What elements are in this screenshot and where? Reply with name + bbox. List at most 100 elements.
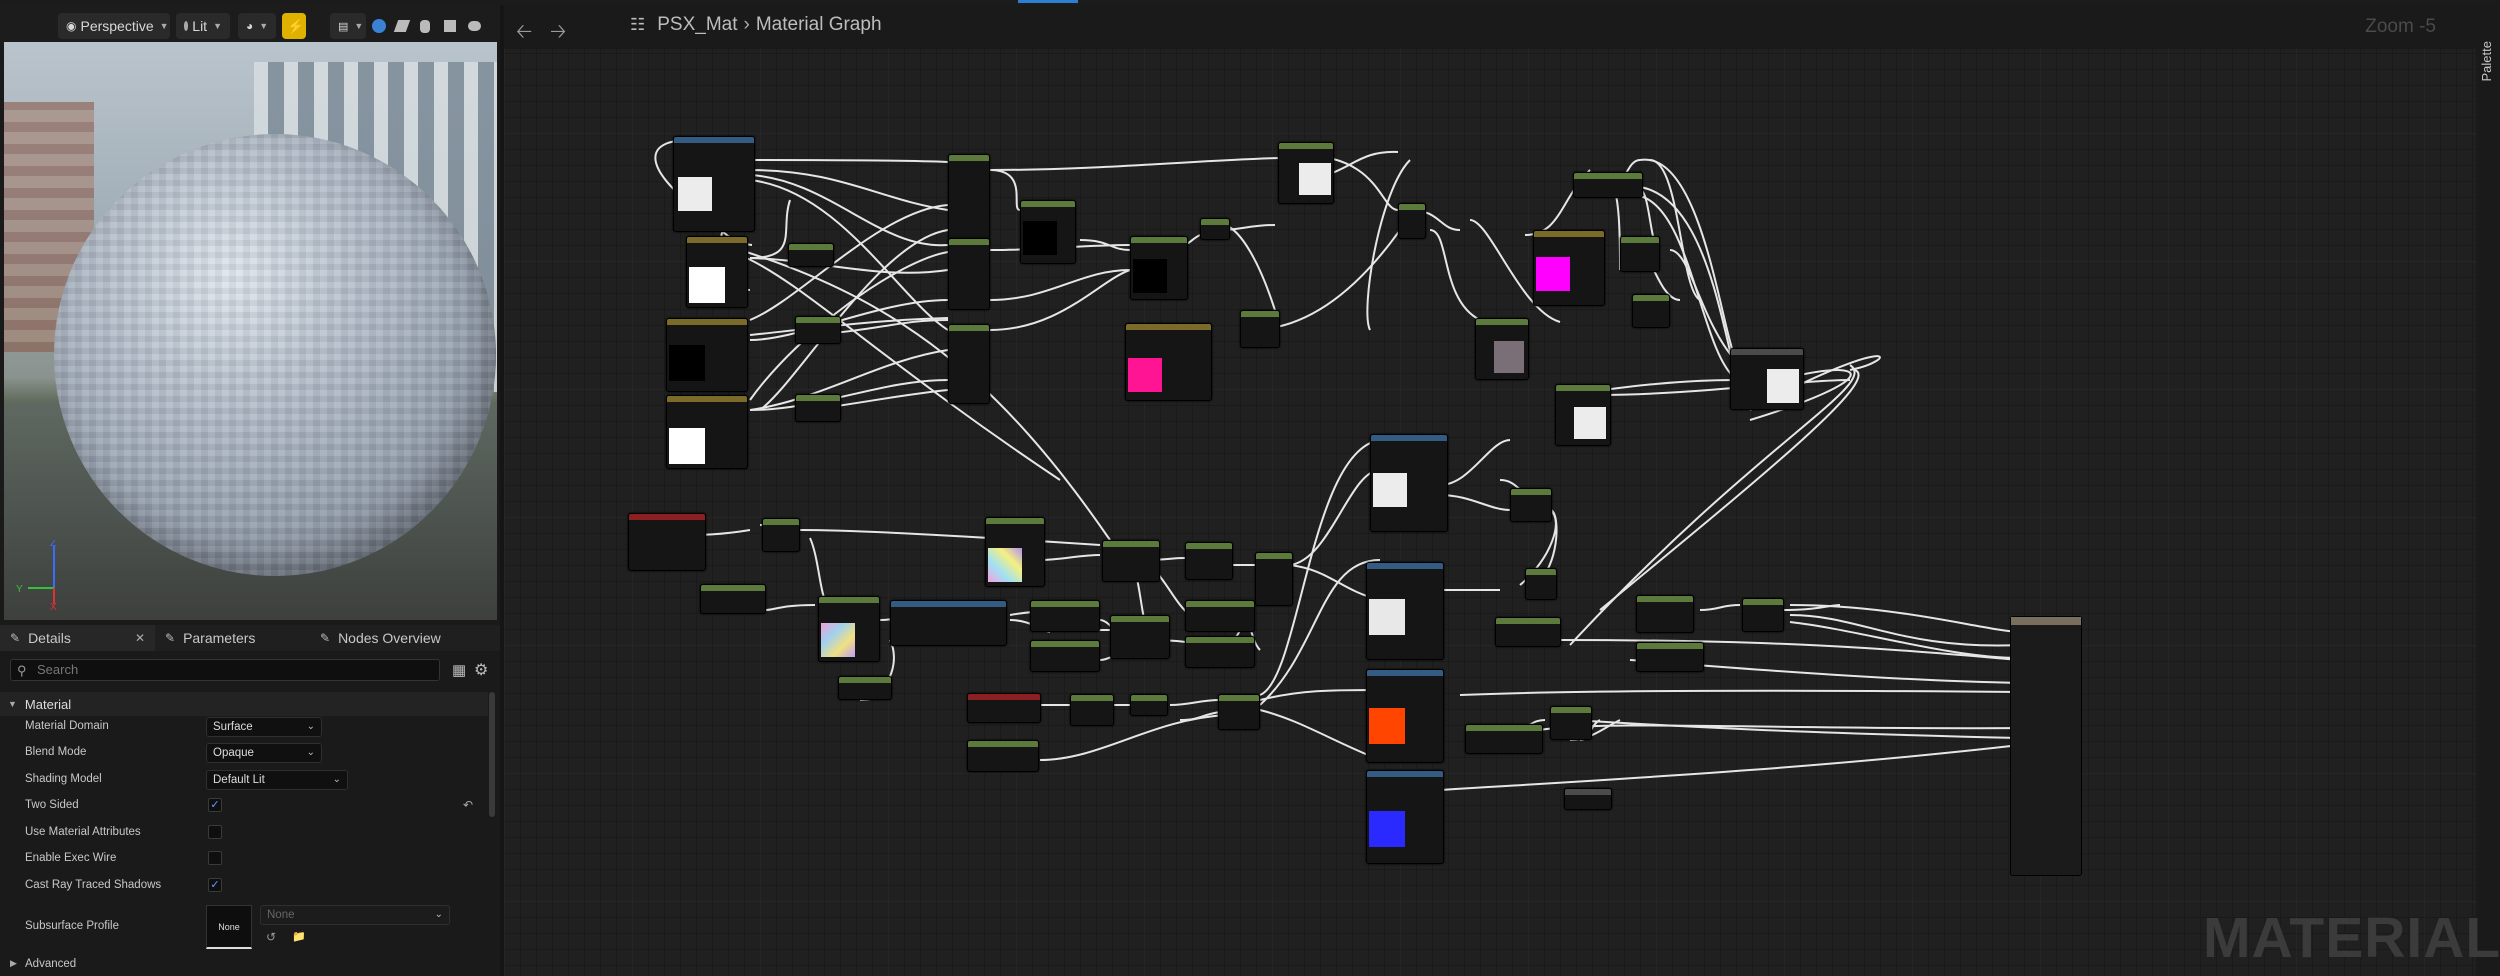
lerp-node[interactable]: [1278, 142, 1334, 204]
use-material-attributes-checkbox[interactable]: [208, 825, 222, 839]
scalar-param-node[interactable]: [1185, 636, 1255, 668]
texture-sample-node[interactable]: [985, 517, 1045, 587]
math-node[interactable]: [1632, 294, 1670, 328]
math-node[interactable]: [1218, 694, 1260, 730]
rotate-about-axis-node[interactable]: [890, 600, 1007, 646]
scalar-param-node[interactable]: [1636, 642, 1704, 672]
tab-nodes-overview[interactable]: ✎ Nodes Overview: [310, 625, 480, 651]
constant-node-black[interactable]: [666, 318, 748, 392]
math-node[interactable]: [1525, 568, 1557, 600]
preview-sphere-button[interactable]: [372, 13, 392, 39]
subsurface-profile-picker[interactable]: None⌄: [260, 905, 450, 925]
subsurface-profile-thumbnail[interactable]: None: [206, 905, 252, 949]
math-node[interactable]: [1200, 218, 1230, 240]
vector-param-node-magenta[interactable]: [1533, 230, 1605, 306]
breadcrumb-asset[interactable]: PSX_Mat: [657, 14, 738, 35]
math-node[interactable]: [1550, 706, 1592, 740]
texture-object-node[interactable]: [818, 596, 880, 662]
browse-arrow-icon[interactable]: ↺: [266, 930, 277, 944]
absolute-world-position-node[interactable]: [628, 513, 706, 571]
math-node[interactable]: [1510, 488, 1552, 522]
forward-arrow-icon[interactable]: 🡢: [550, 21, 567, 43]
realtime-toggle[interactable]: ⚡: [282, 13, 306, 39]
math-node[interactable]: [1398, 203, 1426, 239]
scalar-param-node[interactable]: [1030, 600, 1100, 632]
search-input[interactable]: ⚲ Search: [10, 659, 440, 681]
texture-sample-node[interactable]: [1370, 434, 1448, 532]
material-domain-dropdown[interactable]: Surface⌄: [206, 717, 322, 737]
texture-sample-node-orange[interactable]: [1366, 669, 1444, 763]
math-node[interactable]: [1185, 542, 1233, 580]
tab-details[interactable]: ✎ Details ✕: [0, 625, 155, 651]
constant-node-white[interactable]: [666, 395, 748, 469]
node-header: [819, 597, 879, 603]
shading-model-dropdown[interactable]: Default Lit⌄: [206, 770, 348, 790]
close-icon[interactable]: ✕: [134, 631, 145, 645]
node-header: [1201, 219, 1229, 225]
math-node[interactable]: [1742, 598, 1784, 632]
realtime-dropdown[interactable]: ◕▼: [238, 13, 276, 39]
named-reroute-node[interactable]: [1564, 788, 1612, 810]
view-mode-dropdown[interactable]: ◉ Perspective▼: [58, 13, 170, 39]
frac-node[interactable]: [1636, 595, 1694, 633]
math-node[interactable]: [788, 243, 834, 267]
scalar-param-node[interactable]: [1030, 640, 1100, 672]
multiply-node[interactable]: [1130, 236, 1188, 300]
multiply-node[interactable]: [1555, 384, 1611, 446]
advanced-row[interactable]: ▶ Advanced: [0, 954, 488, 974]
scalar-param-node[interactable]: [1185, 600, 1255, 632]
math-node[interactable]: [795, 316, 841, 344]
multiply-node[interactable]: [1020, 200, 1076, 264]
scalar-param-node[interactable]: [1465, 724, 1543, 754]
preview-plane-button[interactable]: [393, 13, 416, 39]
constant-node[interactable]: [838, 676, 892, 700]
math-node[interactable]: [795, 394, 841, 422]
texcoord-node[interactable]: [967, 693, 1041, 723]
math-node[interactable]: [1130, 694, 1168, 716]
tab-parameters[interactable]: ✎ Parameters: [155, 625, 310, 651]
if-node[interactable]: [1730, 348, 1804, 410]
reset-icon[interactable]: ↶: [463, 798, 474, 812]
material-graph-canvas[interactable]: [504, 5, 2476, 976]
texture-sample-node-normal[interactable]: [1366, 770, 1444, 864]
folder-icon[interactable]: 📁: [292, 931, 306, 943]
frac-node[interactable]: [1102, 540, 1160, 582]
clamp-node[interactable]: [1255, 552, 1293, 606]
material-result-node[interactable]: [2010, 616, 2082, 876]
scalar-param-node[interactable]: [700, 584, 766, 614]
math-node[interactable]: [762, 518, 800, 552]
math-node[interactable]: [948, 154, 990, 246]
lighting-mode-dropdown[interactable]: Lit▼: [176, 13, 230, 39]
texture-sample-node[interactable]: [673, 136, 755, 232]
frac-node[interactable]: [1110, 615, 1170, 659]
vector-param-node-pink[interactable]: [1125, 323, 1212, 401]
enable-exec-wire-checkbox[interactable]: [208, 851, 222, 865]
table-view-icon[interactable]: ▦: [452, 662, 467, 679]
math-node[interactable]: [1620, 236, 1660, 272]
cast-ray-traced-shadows-checkbox[interactable]: ✓: [208, 878, 222, 892]
dropdown-value: Default Lit: [213, 774, 265, 786]
gear-icon[interactable]: ⚙: [474, 662, 489, 679]
texture-sample-node[interactable]: [1366, 562, 1444, 660]
preview-cube-button[interactable]: [444, 13, 464, 39]
palette-sidebar[interactable]: Palette: [2476, 5, 2500, 976]
math-node[interactable]: [1240, 310, 1280, 348]
back-arrow-icon[interactable]: 🡠: [516, 21, 533, 43]
blend-mode-dropdown[interactable]: Opaque⌄: [206, 743, 322, 763]
math-node[interactable]: [948, 238, 990, 310]
vector-param-node-white[interactable]: [686, 236, 748, 308]
texture-sample-node[interactable]: [1475, 318, 1529, 380]
material-section-header[interactable]: ▼ Material: [0, 692, 488, 716]
scalar-param-node[interactable]: [967, 740, 1039, 772]
scalar-param-node[interactable]: [1573, 172, 1643, 198]
scalar-param-node[interactable]: [1495, 617, 1561, 647]
preview-viewport[interactable]: Z Y X: [4, 42, 497, 620]
details-scrollbar[interactable]: [489, 692, 495, 817]
two-sided-checkbox[interactable]: ✓: [208, 798, 222, 812]
math-node[interactable]: [948, 324, 990, 404]
show-dropdown[interactable]: ▤▼: [330, 13, 366, 39]
preview-cylinder-button[interactable]: [420, 13, 440, 39]
node-header: [949, 155, 989, 161]
math-node[interactable]: [1070, 694, 1114, 726]
preview-mesh-button[interactable]: [468, 13, 488, 39]
